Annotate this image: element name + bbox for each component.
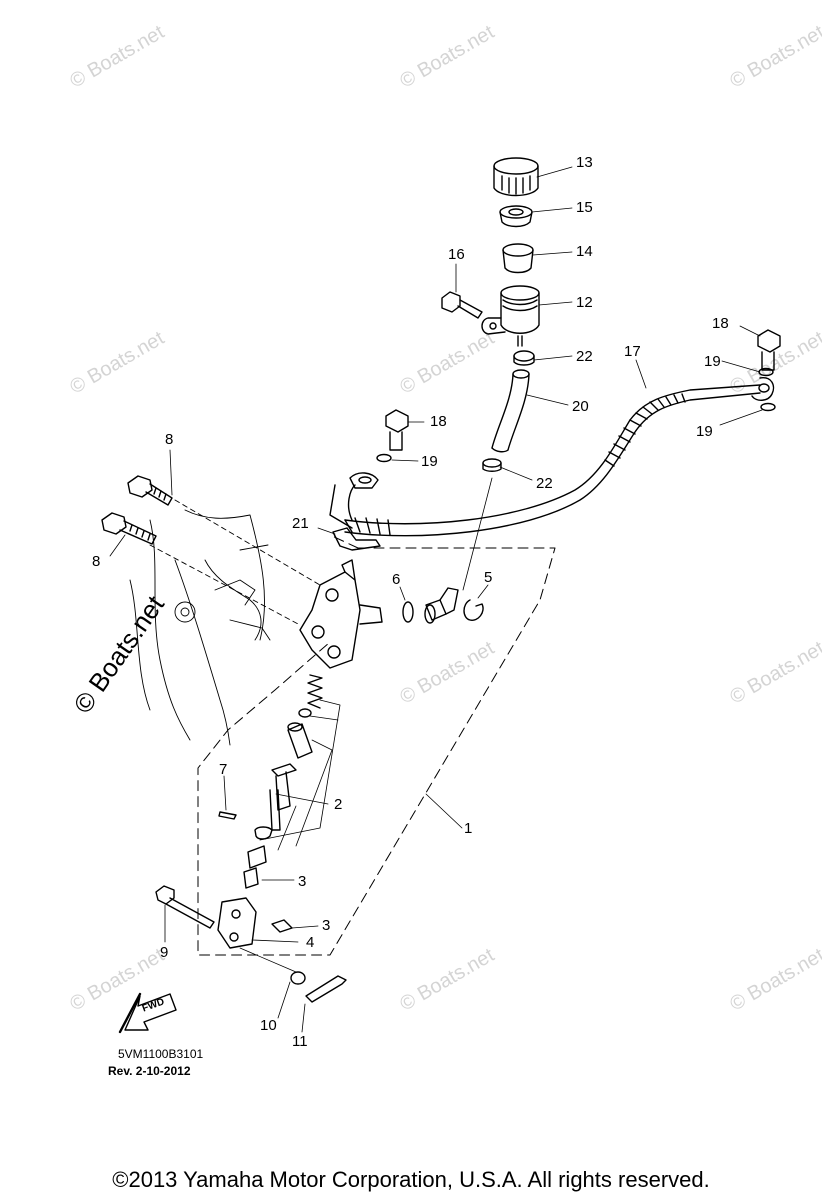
master-cylinder-body <box>299 559 383 669</box>
callout-14: 14 <box>576 243 593 260</box>
reservoir-screw <box>441 291 483 319</box>
union-bolt-left <box>385 409 409 451</box>
callout-6: 6 <box>392 571 401 588</box>
copyright-notice: ©2013 Yamaha Motor Corporation, U.S.A. A… <box>112 1167 710 1192</box>
brake-hose <box>329 377 775 537</box>
union-bolt-right <box>757 329 781 371</box>
circlip <box>463 599 484 621</box>
fwd-arrow-icon <box>118 992 177 1034</box>
callout-15: 15 <box>576 199 593 216</box>
callout-19-right-lower: 19 <box>696 423 713 440</box>
callout-1: 1 <box>464 820 473 837</box>
callout-4: 4 <box>306 934 315 951</box>
cotter-pin <box>305 975 347 1003</box>
piston <box>287 722 313 759</box>
callout-20: 20 <box>572 398 589 415</box>
hose-clip-upper <box>513 350 535 366</box>
hose-clip-lower <box>482 458 502 472</box>
callout-19-right-upper: 19 <box>704 353 721 370</box>
callout-8-upper: 8 <box>165 431 174 448</box>
nut <box>271 919 293 933</box>
push-rod <box>269 763 297 831</box>
cotter-pin-small <box>218 811 237 820</box>
revision-date: Rev. 2-10-2012 <box>108 1064 191 1078</box>
callout-22-lower: 22 <box>536 475 553 492</box>
callout-16: 16 <box>448 246 465 263</box>
callout-3-lower: 3 <box>322 917 331 934</box>
clevis <box>217 897 257 949</box>
clevis-bolt <box>155 885 215 929</box>
return-spring <box>307 674 323 709</box>
part-code: 5VM1100B3101 <box>118 1047 204 1061</box>
frame-outline <box>129 509 271 746</box>
callout-19-left: 19 <box>421 453 438 470</box>
callout-8-lower: 8 <box>92 553 101 570</box>
mounting-bolt-upper <box>127 475 173 506</box>
mounting-bolt-lower <box>101 512 157 545</box>
o-ring <box>402 601 414 623</box>
callout-9: 9 <box>160 944 169 961</box>
reservoir-hose <box>491 369 530 453</box>
callout-2: 2 <box>334 796 343 813</box>
callout-21: 21 <box>292 515 309 532</box>
callout-5: 5 <box>484 569 493 586</box>
callout-3-upper: 3 <box>298 873 307 890</box>
callout-10: 10 <box>260 1017 277 1034</box>
assembly-1-boundary <box>197 547 556 956</box>
callout-17: 17 <box>624 343 641 360</box>
callout-18-right: 18 <box>712 315 729 332</box>
callout-12: 12 <box>576 294 593 311</box>
callout-13: 13 <box>576 154 593 171</box>
hose-bracket <box>332 527 381 551</box>
callout-18-left: 18 <box>430 413 447 430</box>
callout-11: 11 <box>292 1033 308 1050</box>
diaphragm <box>502 243 534 274</box>
hose-joint <box>424 587 459 624</box>
callout-7: 7 <box>219 761 228 778</box>
callout-22-upper: 22 <box>576 348 593 365</box>
reservoir-cap <box>493 157 539 197</box>
reservoir-tank <box>481 285 540 347</box>
washer <box>290 971 306 985</box>
reservoir-plate <box>499 205 533 228</box>
